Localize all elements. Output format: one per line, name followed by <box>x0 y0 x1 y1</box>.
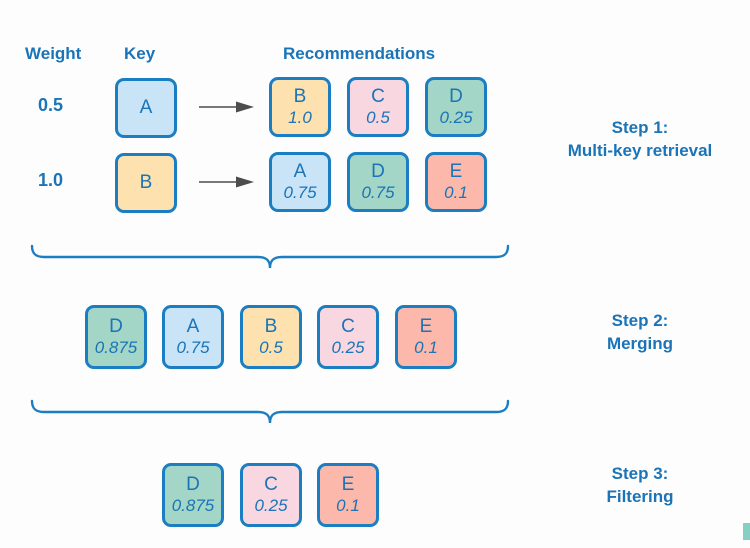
step1-label: Step 1: Multi-key retrieval <box>540 116 740 162</box>
brace-down-icon <box>30 399 510 424</box>
merged-box-d-label: D <box>109 316 123 337</box>
merged-box-c: C 0.25 <box>317 305 379 369</box>
rec-box-d-label: D <box>449 86 463 107</box>
filtered-box-d-score: 0.875 <box>171 496 215 515</box>
brace-down-icon <box>30 244 510 269</box>
rec-box-d: D 0.25 <box>425 77 487 137</box>
merged-box-a: A 0.75 <box>162 305 224 369</box>
merged-box-b-score: 0.5 <box>259 338 283 357</box>
recommendations-column-header: Recommendations <box>283 44 436 63</box>
key-column-header: Key <box>124 44 156 63</box>
rec-box-e2: E 0.1 <box>425 152 487 212</box>
filtered-box-e-label: E <box>341 474 355 495</box>
step2-title: Step 2: <box>611 311 669 330</box>
rec-box-e2-label: E <box>449 161 463 182</box>
arrow-right-icon <box>199 176 254 188</box>
rec-box-a2: A 0.75 <box>269 152 331 212</box>
merged-box-b-label: B <box>264 316 278 337</box>
rec-box-a2-label: A <box>293 161 307 182</box>
merged-box-d: D 0.875 <box>85 305 147 369</box>
key-box-b: B <box>115 153 177 213</box>
rec-box-d2-score: 0.75 <box>361 183 395 202</box>
step2-label: Step 2: Merging <box>540 309 740 355</box>
rec-box-b: B 1.0 <box>269 77 331 137</box>
filtered-box-d-label: D <box>186 474 200 495</box>
merged-box-c-label: C <box>341 316 355 337</box>
corner-mark <box>743 523 750 540</box>
rec-box-a2-score: 0.75 <box>283 183 317 202</box>
rec-box-b-score: 1.0 <box>288 108 312 127</box>
filtered-box-d: D 0.875 <box>162 463 224 527</box>
rec-box-c: C 0.5 <box>347 77 409 137</box>
key-box-a-label: A <box>139 97 153 118</box>
key-box-b-label: B <box>139 172 153 193</box>
rec-box-c-score: 0.5 <box>366 108 390 127</box>
step3-label: Step 3: Filtering <box>540 462 740 508</box>
merged-box-e-score: 0.1 <box>414 338 438 357</box>
arrow-right-icon <box>199 101 254 113</box>
step1-title: Step 1: <box>611 118 669 137</box>
key-box-a: A <box>115 78 177 138</box>
filtered-box-c-score: 0.25 <box>254 496 288 515</box>
weight-value-row1: 0.5 <box>38 95 64 115</box>
step3-title: Step 3: <box>611 464 669 483</box>
filtered-box-e-score: 0.1 <box>336 496 360 515</box>
merged-box-c-score: 0.25 <box>331 338 365 357</box>
rec-box-c-label: C <box>371 86 385 107</box>
merged-box-e-label: E <box>419 316 433 337</box>
rec-box-b-label: B <box>293 86 307 107</box>
weight-column-header: Weight <box>25 44 82 63</box>
merged-box-b: B 0.5 <box>240 305 302 369</box>
filtered-box-e: E 0.1 <box>317 463 379 527</box>
rec-box-d2: D 0.75 <box>347 152 409 212</box>
rec-box-d-score: 0.25 <box>439 108 473 127</box>
merged-box-d-score: 0.875 <box>94 338 138 357</box>
rec-box-d2-label: D <box>371 161 385 182</box>
merged-box-e: E 0.1 <box>395 305 457 369</box>
filtered-box-c: C 0.25 <box>240 463 302 527</box>
merged-box-a-label: A <box>186 316 200 337</box>
rec-box-e2-score: 0.1 <box>444 183 468 202</box>
step3-subtitle: Filtering <box>606 487 674 506</box>
weight-value-row2: 1.0 <box>38 170 64 190</box>
filtered-box-c-label: C <box>264 474 278 495</box>
step2-subtitle: Merging <box>606 334 674 353</box>
step1-subtitle: Multi-key retrieval <box>567 141 713 160</box>
merged-box-a-score: 0.75 <box>176 338 210 357</box>
